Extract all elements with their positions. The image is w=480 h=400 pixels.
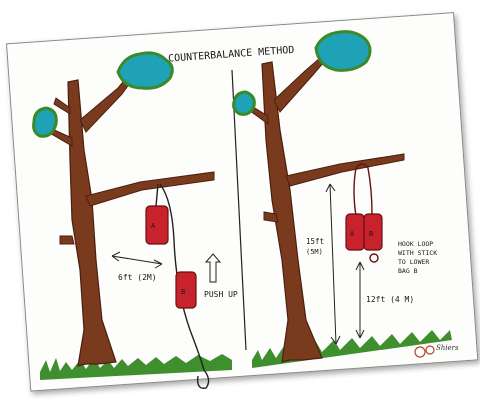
- left-leaves-side: [34, 108, 57, 136]
- right-bag-b-label: B: [369, 230, 373, 238]
- right-stub: [264, 212, 278, 222]
- hook-note-line-4: BAG B: [398, 267, 418, 275]
- hook-note-line-3: TO LOWER: [398, 258, 429, 266]
- right-leaves-side: [234, 92, 255, 114]
- right-bag-a: [346, 214, 364, 250]
- signature-text: Shiers: [436, 344, 459, 352]
- height-bottom-label: 12ft (4 M): [366, 295, 414, 304]
- height-top-sub: (5M): [306, 248, 323, 256]
- push-up-label: PUSH UP: [204, 290, 238, 299]
- width-label: 6ft (2M): [118, 273, 157, 282]
- height-top-label: 15ft: [306, 237, 324, 246]
- left-bag-b: [176, 272, 196, 308]
- right-leaves-top: [316, 32, 370, 71]
- left-leaves-top: [118, 53, 172, 88]
- hook-note-line-2: WITH STICK: [398, 249, 437, 257]
- hook-note-line-1: HOOK LOOP: [398, 240, 433, 248]
- left-stub: [60, 236, 74, 244]
- left-bag-a: [146, 206, 168, 244]
- left-bag-b-label: B: [181, 288, 185, 296]
